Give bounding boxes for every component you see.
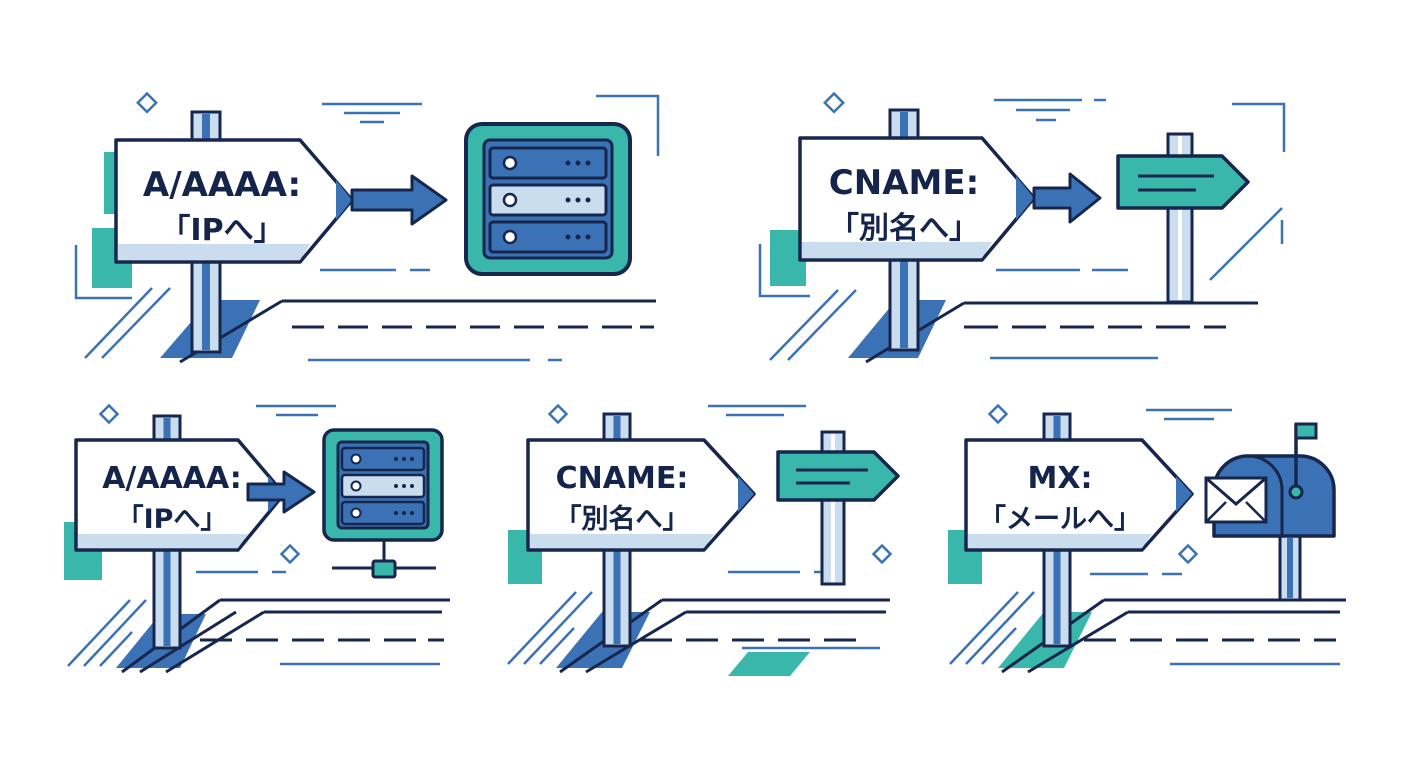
decorations [758, 91, 1286, 361]
decorations [74, 91, 660, 362]
panel-a-record-small: A/AAAA: 「IPへ」 [64, 403, 450, 674]
panel-a-record-large: A/AAAA: 「IPへ」 [74, 91, 660, 364]
signpost: A/AAAA: 「IPへ」 [74, 414, 286, 650]
arrow-right-icon [246, 470, 316, 514]
panel-mx-small: MX: 「メールへ」 [948, 403, 1346, 674]
server-icon [464, 122, 632, 276]
server-icon [322, 428, 444, 579]
sign-label-line2: 「IPへ」 [117, 503, 228, 535]
panel-cname-large: CNAME: 「別名へ」 [758, 91, 1286, 364]
mailbox-icon [1204, 422, 1336, 602]
sign-label-line1: CNAME: [829, 163, 979, 203]
decorations [67, 403, 440, 667]
arrow-right-icon [350, 174, 448, 226]
signpost: A/AAAA: 「IPへ」 [114, 110, 354, 354]
sign-label-line1: CNAME: [556, 461, 689, 496]
sign-label-line2: 「別名へ」 [829, 211, 979, 246]
signpost: CNAME: 「別名へ」 [798, 108, 1036, 352]
accent-block [728, 652, 810, 676]
decorations [507, 403, 893, 665]
direction-sign-icon [776, 430, 900, 586]
panel-cname-small: CNAME: 「別名へ」 [507, 403, 900, 676]
sign-label-line1: MX: [1028, 461, 1093, 496]
road [160, 299, 656, 364]
sign-label-line2: 「別名へ」 [555, 503, 690, 535]
sign-label-line2: 「IPへ」 [160, 213, 283, 248]
signpost: MX: 「メールへ」 [964, 412, 1194, 648]
arrow-right-icon [1032, 172, 1102, 224]
sign-label-line2: 「メールへ」 [979, 503, 1141, 535]
direction-sign-icon [1116, 132, 1250, 304]
decorations [949, 403, 1340, 666]
envelope-icon [1204, 476, 1268, 524]
signpost: CNAME: 「別名へ」 [526, 412, 756, 648]
sign-label-line1: A/AAAA: [102, 461, 242, 496]
sign-label-line1: A/AAAA: [143, 165, 301, 205]
